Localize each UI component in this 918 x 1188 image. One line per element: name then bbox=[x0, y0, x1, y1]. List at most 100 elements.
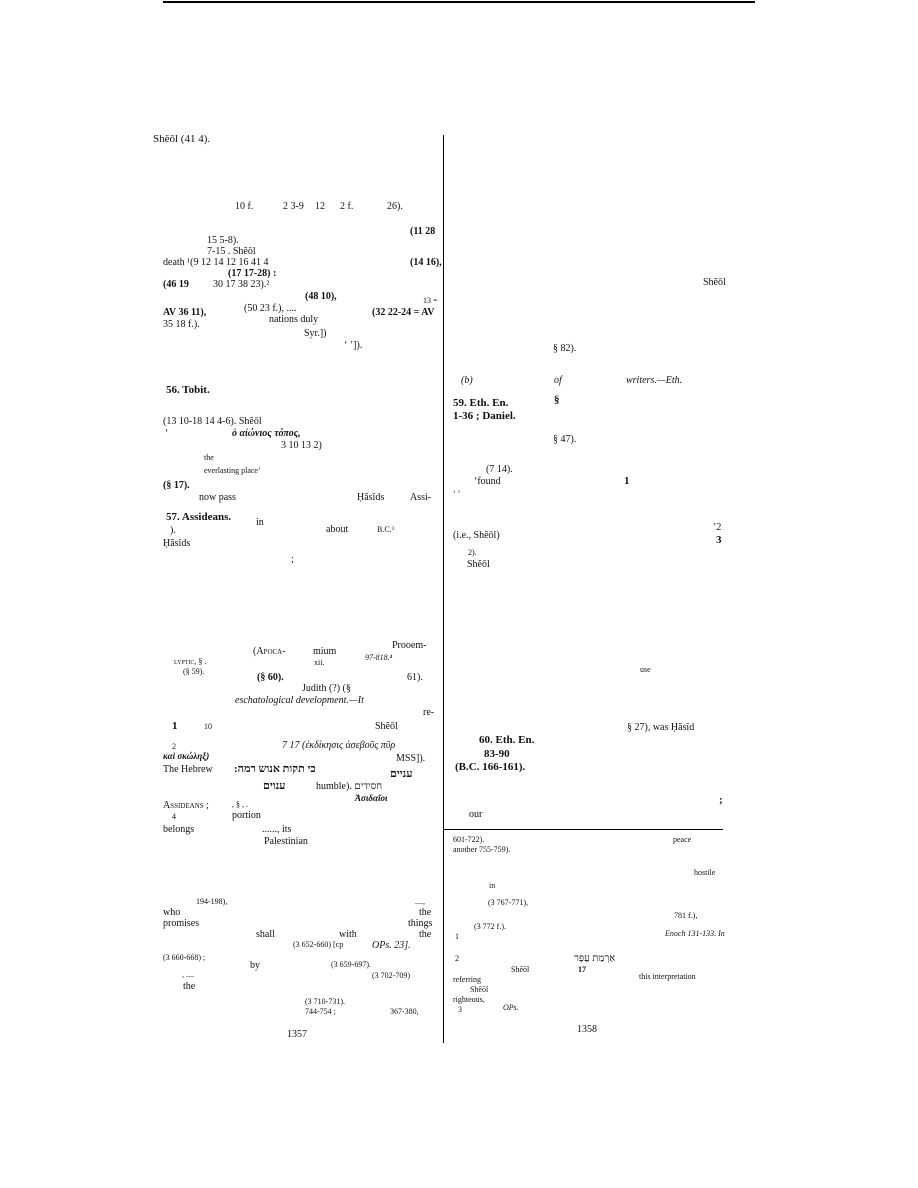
footnote-marker: 2 bbox=[455, 954, 459, 963]
text-fragment: referring bbox=[453, 975, 481, 984]
text-fragment: Palestinian bbox=[264, 836, 308, 847]
text-fragment: Judith (?) (§ bbox=[302, 683, 351, 694]
text-fragment: about bbox=[326, 524, 349, 535]
footnote-marker: 3 bbox=[458, 1005, 462, 1014]
text-fragment: (13 10-18 14 4-6). Shĕōl bbox=[163, 416, 262, 427]
text-fragment: xii. bbox=[314, 658, 325, 667]
text-fragment: Assideans ; bbox=[163, 800, 209, 811]
section-heading-eth-en-83-90: 60. Eth. En. bbox=[479, 734, 535, 746]
text-fragment: use bbox=[640, 665, 651, 674]
text-fragment: ...., bbox=[415, 897, 425, 906]
text-fragment: ‘found bbox=[474, 476, 501, 487]
top-rule bbox=[163, 1, 755, 3]
text-fragment: 2 3-9 bbox=[283, 201, 304, 212]
text-fragment: 601-722). bbox=[453, 835, 485, 844]
section-heading-daniel: 1-36 ; Daniel. bbox=[453, 410, 516, 422]
text-fragment: Syr.]) bbox=[304, 328, 327, 339]
text-fragment: 17 bbox=[578, 965, 586, 974]
text-fragment: Shĕōl bbox=[511, 965, 530, 974]
text-fragment: Shĕōl (41 4). bbox=[153, 133, 211, 145]
text-fragment: (48 10), bbox=[305, 291, 337, 302]
footnote-divider bbox=[443, 829, 723, 830]
text-fragment: (§ 17). bbox=[163, 480, 190, 491]
text-fragment: (14 16), bbox=[410, 257, 442, 268]
text-fragment: (7 14). bbox=[486, 464, 513, 475]
text-fragment: 12 bbox=[315, 201, 325, 212]
text-fragment: Shĕōl bbox=[375, 721, 398, 732]
text-fragment: , .... bbox=[182, 970, 194, 979]
text-fragment: Assi- bbox=[410, 492, 432, 503]
hebrew-text: אַרְמַת עָפָר bbox=[574, 953, 616, 964]
text-fragment: Ἀσιδαῖοι bbox=[355, 793, 388, 803]
text-fragment: 7-15 . Shĕōl bbox=[207, 246, 256, 257]
text-fragment: (Apoca- bbox=[253, 646, 286, 657]
text-fragment: (3 652-660) [cp bbox=[293, 940, 344, 949]
text-fragment: in bbox=[489, 881, 496, 890]
text-fragment: 15 5-8). bbox=[207, 235, 239, 246]
text-fragment: § bbox=[554, 394, 560, 406]
page-number-left: 1357 bbox=[287, 1029, 307, 1040]
text-fragment: 1 bbox=[624, 475, 630, 487]
text-fragment: the bbox=[419, 907, 432, 918]
text-fragment: ......, its bbox=[262, 824, 292, 835]
text-fragment: (17 17-28) : bbox=[228, 268, 277, 279]
text-fragment: καὶ σκώληξ) bbox=[163, 751, 210, 761]
text-fragment: (3 702-709) bbox=[372, 971, 410, 980]
text-fragment: 4 bbox=[172, 812, 176, 821]
text-fragment: who bbox=[163, 907, 181, 918]
column-divider bbox=[443, 135, 444, 1043]
text-fragment: 2). bbox=[468, 548, 477, 557]
text-fragment: OPs. 23]. bbox=[372, 940, 411, 951]
text-fragment: B.C.³ bbox=[377, 525, 395, 534]
section-heading-tobit: 56. Tobit. bbox=[166, 384, 210, 396]
text-fragment: shall bbox=[256, 929, 275, 940]
text-fragment: things bbox=[408, 918, 433, 929]
text-fragment: (3 767-771), bbox=[488, 898, 528, 907]
text-fragment: ὁ αἰώνιος τόπος, bbox=[232, 428, 301, 439]
text-fragment: 35 18 f.). bbox=[163, 319, 200, 330]
text-fragment: (32 22-24 = AV bbox=[372, 307, 435, 318]
text-fragment: Prooem- bbox=[392, 640, 427, 651]
text-fragment: the bbox=[419, 929, 432, 940]
text-fragment: (3 772 f.). bbox=[474, 922, 506, 931]
text-fragment: now pass bbox=[199, 492, 236, 503]
text-fragment: everlasting place’ bbox=[204, 466, 261, 475]
section-heading-assideans: 57. Assideans. bbox=[166, 511, 232, 523]
text-fragment: with bbox=[339, 929, 357, 940]
text-fragment: in bbox=[256, 517, 264, 528]
text-fragment: The Hebrew bbox=[163, 764, 213, 775]
text-fragment: Ḥăsîds bbox=[357, 492, 385, 503]
text-fragment: , § , . bbox=[232, 800, 248, 809]
text-fragment: ‘ ’]). bbox=[344, 340, 363, 351]
text-fragment: (3 659-697). bbox=[331, 960, 371, 969]
text-fragment: the bbox=[204, 453, 214, 462]
text-fragment: (§ 59). bbox=[183, 667, 205, 676]
text-fragment: peace bbox=[673, 835, 692, 844]
hebrew-text: עניים bbox=[390, 768, 413, 780]
hebrew-text: ענוים bbox=[263, 780, 286, 792]
text-fragment: 2 f. bbox=[340, 201, 354, 212]
text-fragment: 30 17 38 23).² bbox=[213, 279, 270, 290]
text-fragment: § 82). bbox=[553, 343, 577, 354]
text-fragment: (46 19 bbox=[163, 279, 189, 290]
footnote-marker: 1 bbox=[455, 932, 459, 941]
text-fragment: lyptic, § . bbox=[174, 657, 207, 666]
text-fragment: another 755-759). bbox=[453, 845, 511, 854]
text-fragment: (§ 60). bbox=[257, 672, 284, 683]
text-fragment: § 47). bbox=[553, 434, 577, 445]
text-fragment: (3 710-731). bbox=[305, 997, 345, 1006]
text-fragment: of bbox=[554, 375, 562, 386]
text-fragment: ‘ bbox=[165, 428, 169, 439]
text-fragment: writers.—Eth. bbox=[626, 375, 683, 386]
text-fragment: 3 10 13 2) bbox=[281, 440, 322, 451]
text-fragment: righteous, bbox=[453, 995, 485, 1004]
text-fragment: 10 bbox=[204, 722, 212, 731]
text-fragment: (B.C. 166-161). bbox=[455, 761, 526, 773]
text-fragment: (11 28 bbox=[410, 226, 436, 237]
text-fragment: 83-90 bbox=[484, 748, 510, 760]
text-fragment: Ḥăsîds bbox=[163, 538, 191, 549]
text-fragment: portion bbox=[232, 810, 261, 821]
text-fragment: by bbox=[250, 960, 260, 971]
text-fragment: 781 f.), bbox=[674, 911, 698, 920]
text-fragment: Enoch 131-133. In bbox=[665, 929, 725, 938]
